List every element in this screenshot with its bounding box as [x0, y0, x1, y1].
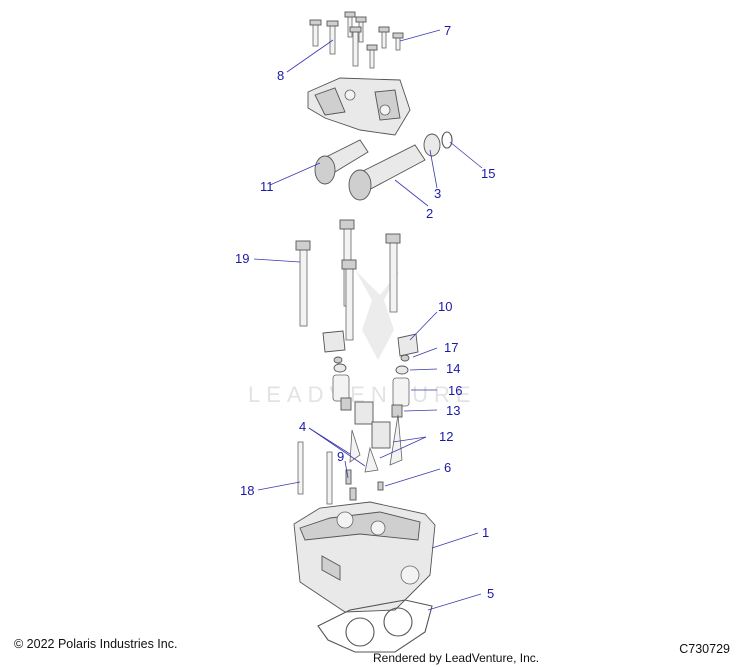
callout-18: 18: [240, 483, 254, 498]
callout-19: 19: [235, 251, 249, 266]
camshafts: [314, 131, 453, 201]
head-bolts: [295, 219, 401, 341]
cylinder-head: [293, 501, 436, 613]
watermark: LEADVENTURE: [248, 270, 471, 407]
rendered-by-text: Rendered by LeadVenture, Inc.: [373, 651, 540, 665]
head-gasket: [317, 599, 433, 653]
callouts: 7 8 11 2 3 15 19 10 17 14 16 13 4 12 9 6…: [235, 23, 495, 601]
callout-1: 1: [482, 525, 489, 540]
callout-15: 15: [481, 166, 495, 181]
copyright-text: © 2022 Polaris Industries Inc.: [14, 637, 178, 651]
callout-14: 14: [446, 361, 460, 376]
callout-6: 6: [444, 460, 451, 475]
callout-4: 4: [299, 419, 306, 434]
callout-2: 2: [426, 206, 433, 221]
callout-12: 12: [439, 429, 453, 444]
callout-5: 5: [487, 586, 494, 601]
leader-lines: [253, 29, 483, 611]
callout-8: 8: [277, 68, 284, 83]
callout-16: 16: [448, 383, 462, 398]
callout-17: 17: [444, 340, 458, 355]
studs: [297, 441, 357, 505]
callout-3: 3: [434, 186, 441, 201]
callout-9: 9: [337, 449, 344, 464]
rocker-carrier: [307, 77, 411, 136]
valve-train: [322, 330, 419, 491]
callout-10: 10: [438, 299, 452, 314]
diagram-code: C730729: [679, 642, 730, 656]
callout-11: 11: [260, 179, 274, 194]
rocker-bolts: [309, 11, 404, 69]
callout-13: 13: [446, 403, 460, 418]
callout-7: 7: [444, 23, 451, 38]
